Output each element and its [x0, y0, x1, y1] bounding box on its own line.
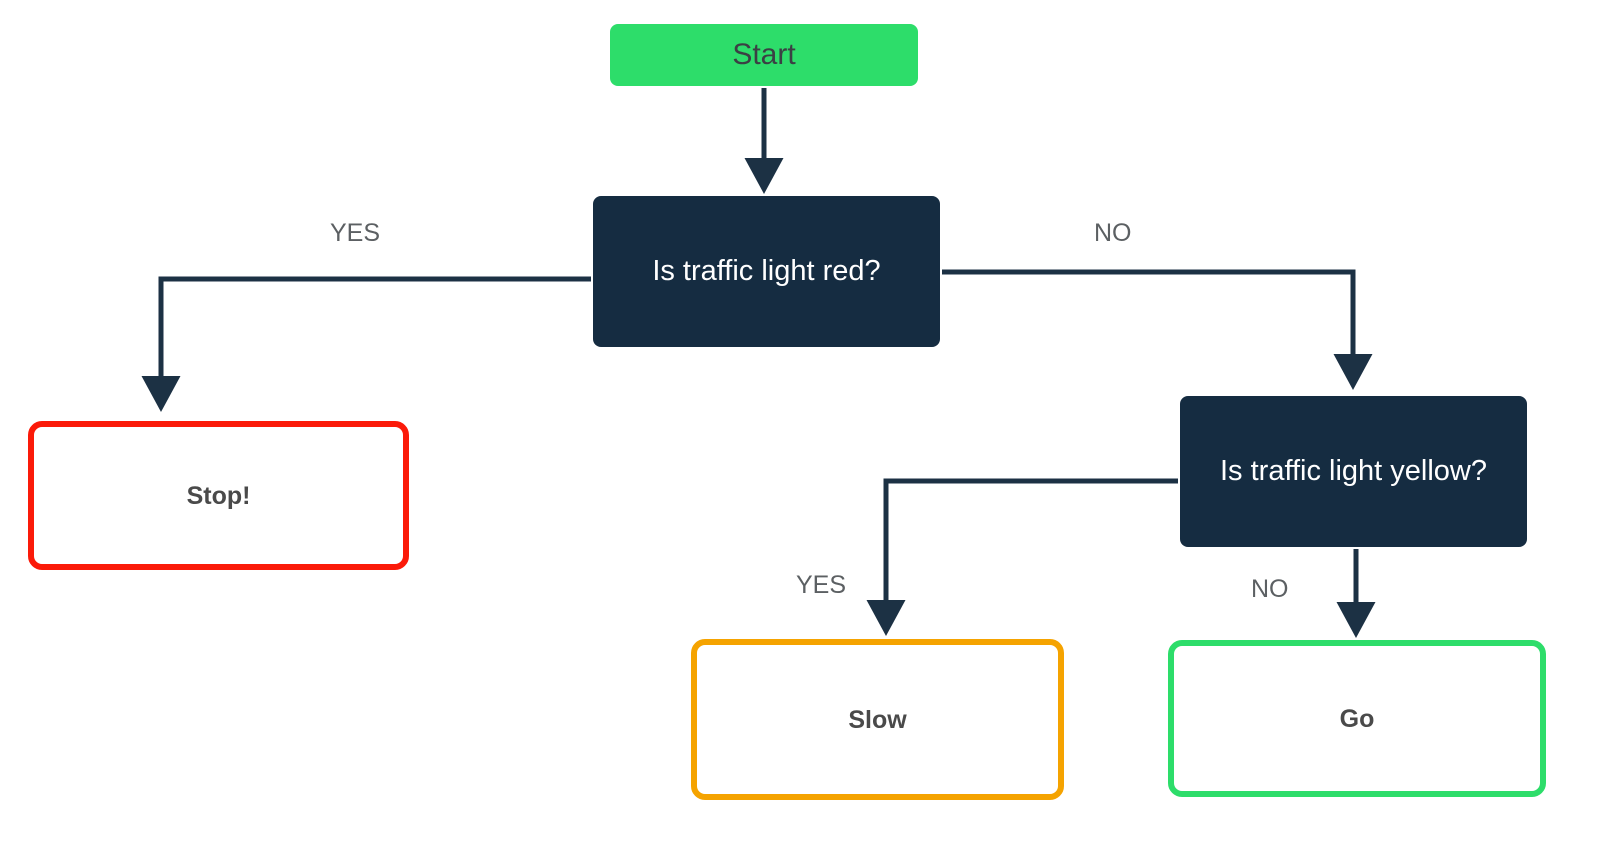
node-slow-label: Slow	[848, 705, 907, 734]
edge-decision-red-no-to-decision-yellow	[942, 269, 1373, 390]
node-decision-is-traffic-light-yellow-label: Is traffic light yellow?	[1219, 455, 1488, 488]
edge-decision-red-yes-to-stop	[141, 276, 591, 412]
node-start[interactable]: Start	[610, 24, 918, 86]
node-go[interactable]: Go	[1168, 640, 1546, 797]
edge-label-red-no: NO	[1094, 219, 1132, 247]
edge-decision-yellow-yes-to-slow	[866, 478, 1178, 636]
node-start-label: Start	[732, 38, 796, 71]
node-decision-is-traffic-light-red[interactable]: Is traffic light red?	[593, 196, 940, 347]
node-decision-is-traffic-light-red-label: Is traffic light red?	[652, 255, 881, 288]
edge-label-yellow-yes: YES	[796, 571, 847, 599]
node-slow[interactable]: Slow	[691, 639, 1064, 800]
node-decision-is-traffic-light-yellow[interactable]: Is traffic light yellow?	[1180, 396, 1527, 547]
node-stop[interactable]: Stop!	[28, 421, 409, 570]
edge-label-yellow-no: NO	[1251, 575, 1289, 603]
node-stop-label: Stop!	[186, 481, 251, 510]
node-go-label: Go	[1339, 704, 1375, 733]
edge-label-red-yes: YES	[330, 219, 381, 247]
